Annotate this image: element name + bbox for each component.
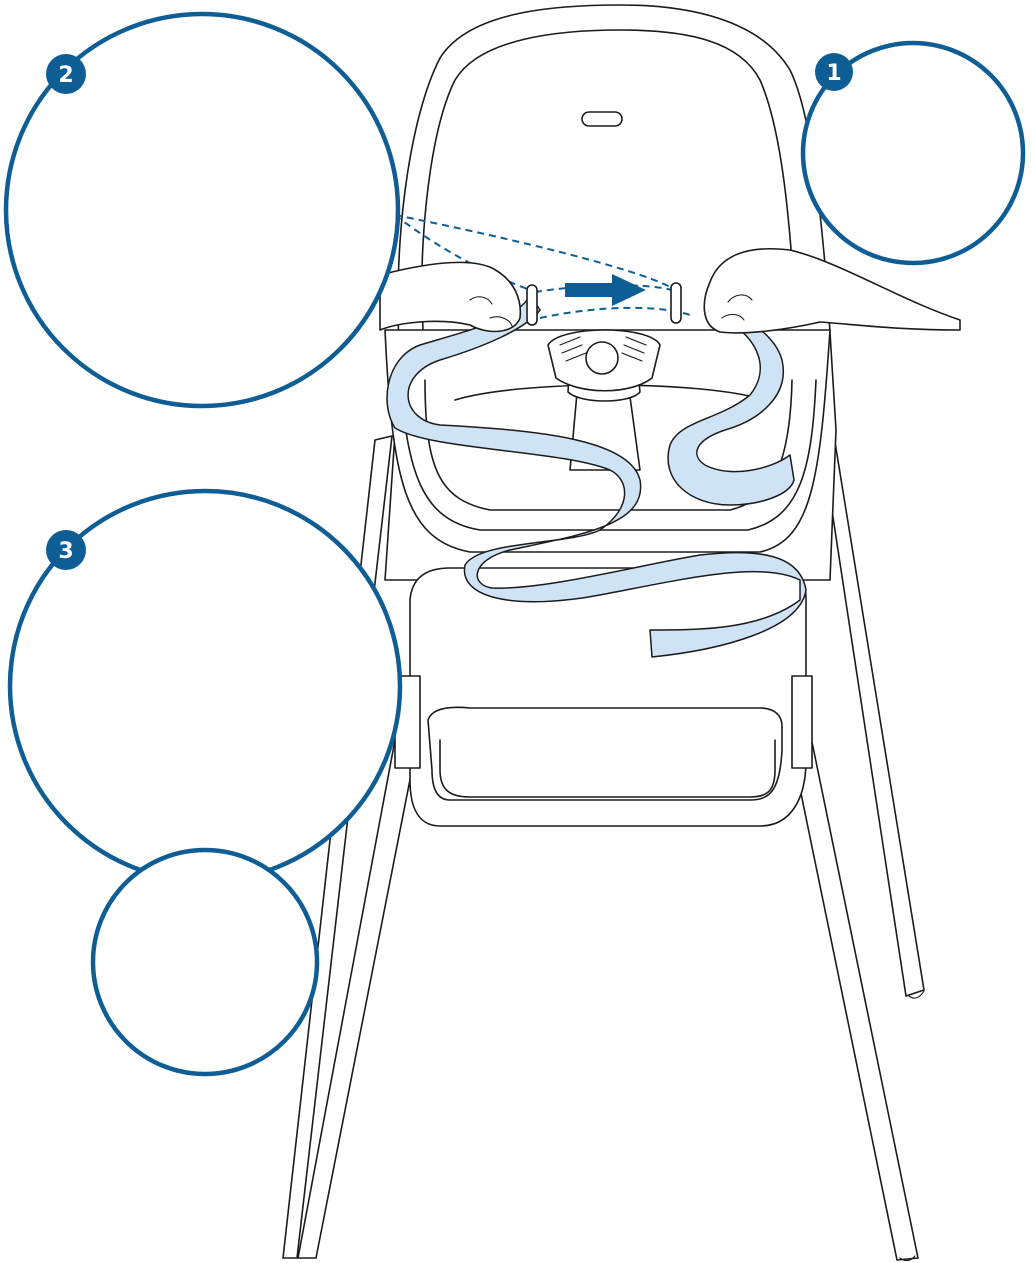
detail-step-3-closeup	[90, 850, 320, 1080]
left-hand	[380, 262, 520, 331]
step-label-2: 2	[58, 63, 73, 88]
chair-footrest	[428, 707, 782, 800]
detail-step-1: 1	[790, 43, 1030, 265]
step-label-1: 1	[826, 61, 841, 86]
chair-front-right-leg	[790, 740, 918, 1260]
detail-step-2: 2	[0, 14, 410, 420]
step-label-3: 3	[58, 539, 73, 564]
detail-step-3: 3	[10, 491, 400, 881]
